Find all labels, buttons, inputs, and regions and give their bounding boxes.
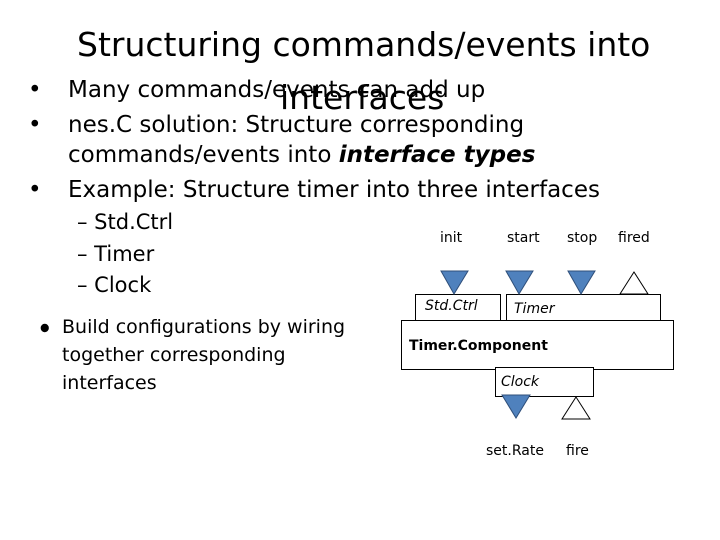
slide-title-line1: Structuring commands/events into [77, 25, 651, 64]
stdctrl-interface-box [415, 294, 501, 323]
note-bullet-symbol: ⦁ [40, 316, 50, 338]
bullet-2-text: nes.C solution: Structure corresponding [68, 112, 525, 138]
setrate-command-triangle [501, 394, 531, 419]
bullet-3-text: Example: Structure timer into three inte… [68, 177, 600, 203]
timer-interface-box [506, 294, 661, 323]
bullet-1-symbol: • [28, 77, 42, 103]
stdctrl-interface-label: Std.Ctrl [425, 298, 478, 314]
slide-title-line2: interfaces [280, 78, 445, 117]
label-init: init [440, 230, 463, 246]
bullet-3-symbol: • [28, 177, 42, 203]
timer-interface-label: Timer [514, 301, 555, 317]
label-stop: stop [567, 230, 598, 246]
label-setrate: set.Rate [486, 443, 544, 459]
bullet-2-emphasis: interface types [338, 142, 536, 168]
label-fired: fired [618, 230, 650, 246]
timer-component-label: Timer.Component [409, 338, 548, 354]
start-command-triangle [505, 270, 534, 295]
clock-interface-label: Clock [501, 374, 540, 390]
note-line-3: interfaces [62, 372, 157, 394]
bullet-1-text: Many commands/events can add up [68, 77, 486, 103]
note-line-2: together corresponding [62, 344, 286, 366]
label-fire: fire [566, 443, 589, 459]
init-command-triangle [440, 270, 469, 295]
bullet-2-line2-plain: commands/events into [68, 142, 339, 168]
bullet-2-text-line2: commands/events into interface types [68, 142, 535, 169]
note-line-1: Build configurations by wiring [62, 316, 346, 338]
fired-event-triangle [619, 271, 649, 295]
subitem-stdctrl: – Std.Ctrl [77, 210, 174, 234]
subitem-timer: – Timer [77, 242, 155, 266]
subitem-clock: – Clock [77, 273, 152, 297]
label-start: start [507, 230, 540, 246]
clock-interface-box [495, 367, 594, 397]
stop-command-triangle [567, 270, 596, 295]
bullet-2-symbol: • [28, 112, 42, 138]
fire-event-triangle [561, 396, 591, 420]
